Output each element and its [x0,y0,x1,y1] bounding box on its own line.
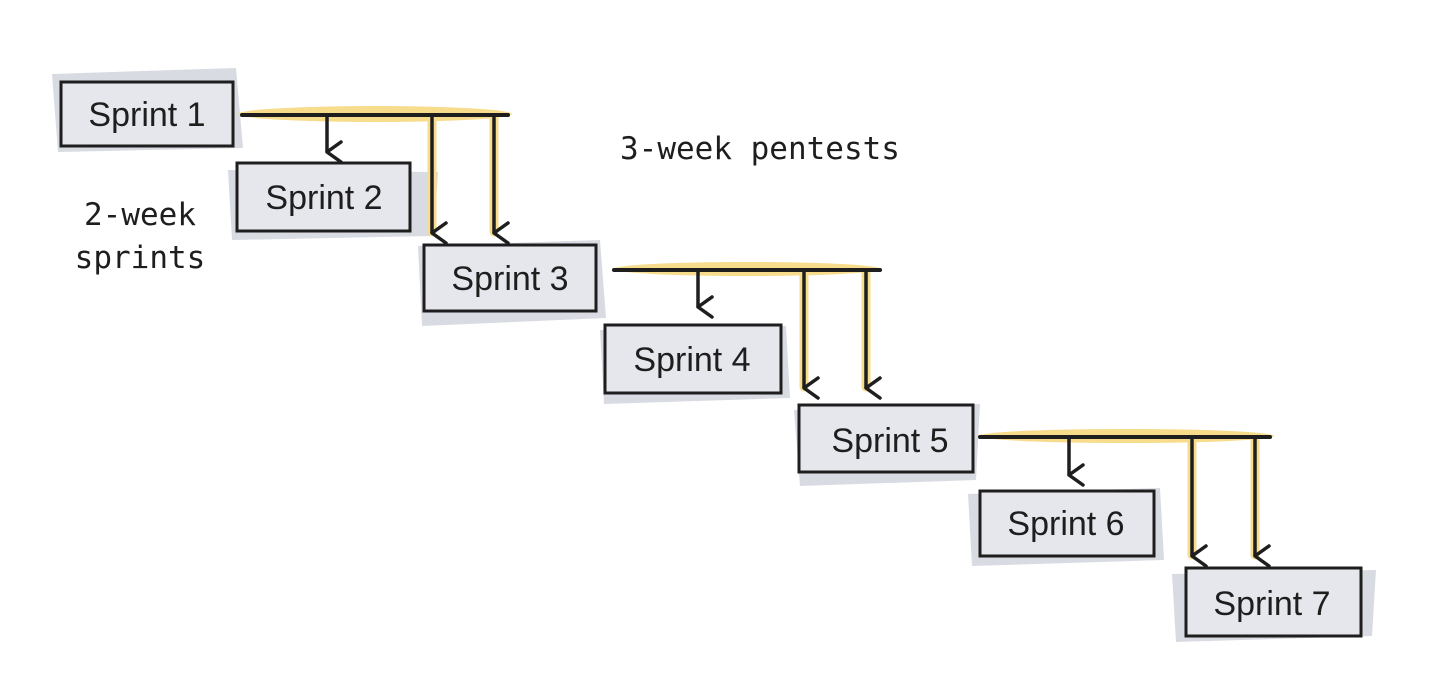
sprint-label-1: Sprint 1 [88,96,205,134]
pentest-connector-3 [978,429,1274,568]
sprint-label-7: Sprint 7 [1213,585,1330,623]
sprint-label-4: Sprint 4 [633,341,750,379]
sprint-box-3: Sprint 3 [418,240,606,326]
sprint-length-note-line-1: 2-week [84,197,196,233]
sprint-label-2: Sprint 2 [265,179,382,217]
sprint-box-7: Sprint 7 [1172,566,1376,642]
pentest-connector-2 [612,262,882,400]
sprint-label-6: Sprint 6 [1007,505,1124,543]
pentest-connector-1 [238,106,512,245]
sprint-label-5: Sprint 5 [831,422,948,460]
sprint-box-6: Sprint 6 [968,488,1164,566]
sprint-length-note-line-2: sprints [75,240,206,276]
sprint-box-1: Sprint 1 [52,68,243,152]
sprint-label-3: Sprint 3 [451,260,568,298]
sprint-box-2: Sprint 2 [228,161,438,240]
pentest-length-note: 3-week pentests [620,131,900,167]
sprint-box-4: Sprint 4 [600,323,790,404]
sprint-box-5: Sprint 5 [794,403,980,486]
